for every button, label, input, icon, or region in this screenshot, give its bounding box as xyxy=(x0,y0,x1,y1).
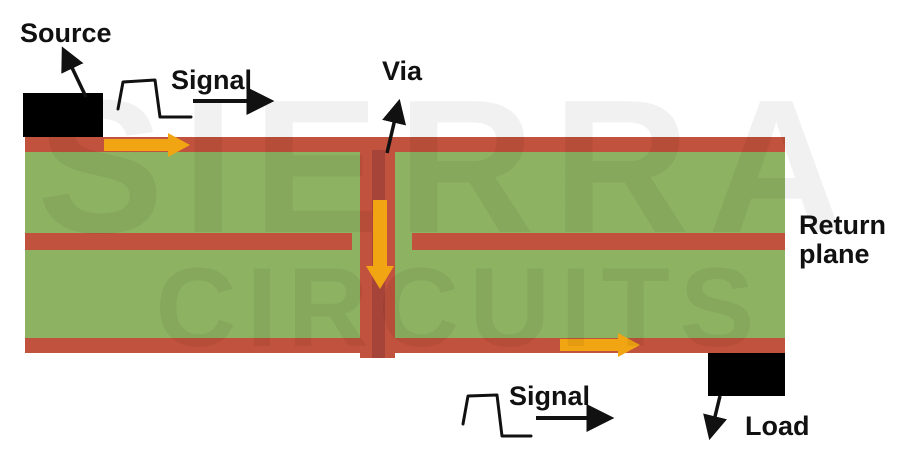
return-plane-left-segment xyxy=(25,233,352,250)
signal-label-bottom: Signal xyxy=(509,381,591,411)
via-label: Via xyxy=(382,56,423,86)
top-copper-trace xyxy=(25,137,785,152)
load-label: Load xyxy=(745,411,810,441)
source-label: Source xyxy=(20,18,112,48)
via-barrel xyxy=(372,150,385,358)
return-plane-right-segment xyxy=(412,233,785,250)
bottom-copper-trace xyxy=(25,338,785,353)
load-pointer-arrow xyxy=(703,395,727,441)
source-pointer-arrow xyxy=(61,46,88,98)
load-component xyxy=(708,353,785,396)
return-plane-label-line1: Return xyxy=(799,210,886,240)
return-plane-label: Return plane xyxy=(799,211,886,269)
signal-label-top: Signal xyxy=(171,65,253,95)
pcb-cross-section xyxy=(25,137,785,358)
source-component xyxy=(23,93,103,137)
return-plane-label-line2: plane xyxy=(799,239,870,269)
